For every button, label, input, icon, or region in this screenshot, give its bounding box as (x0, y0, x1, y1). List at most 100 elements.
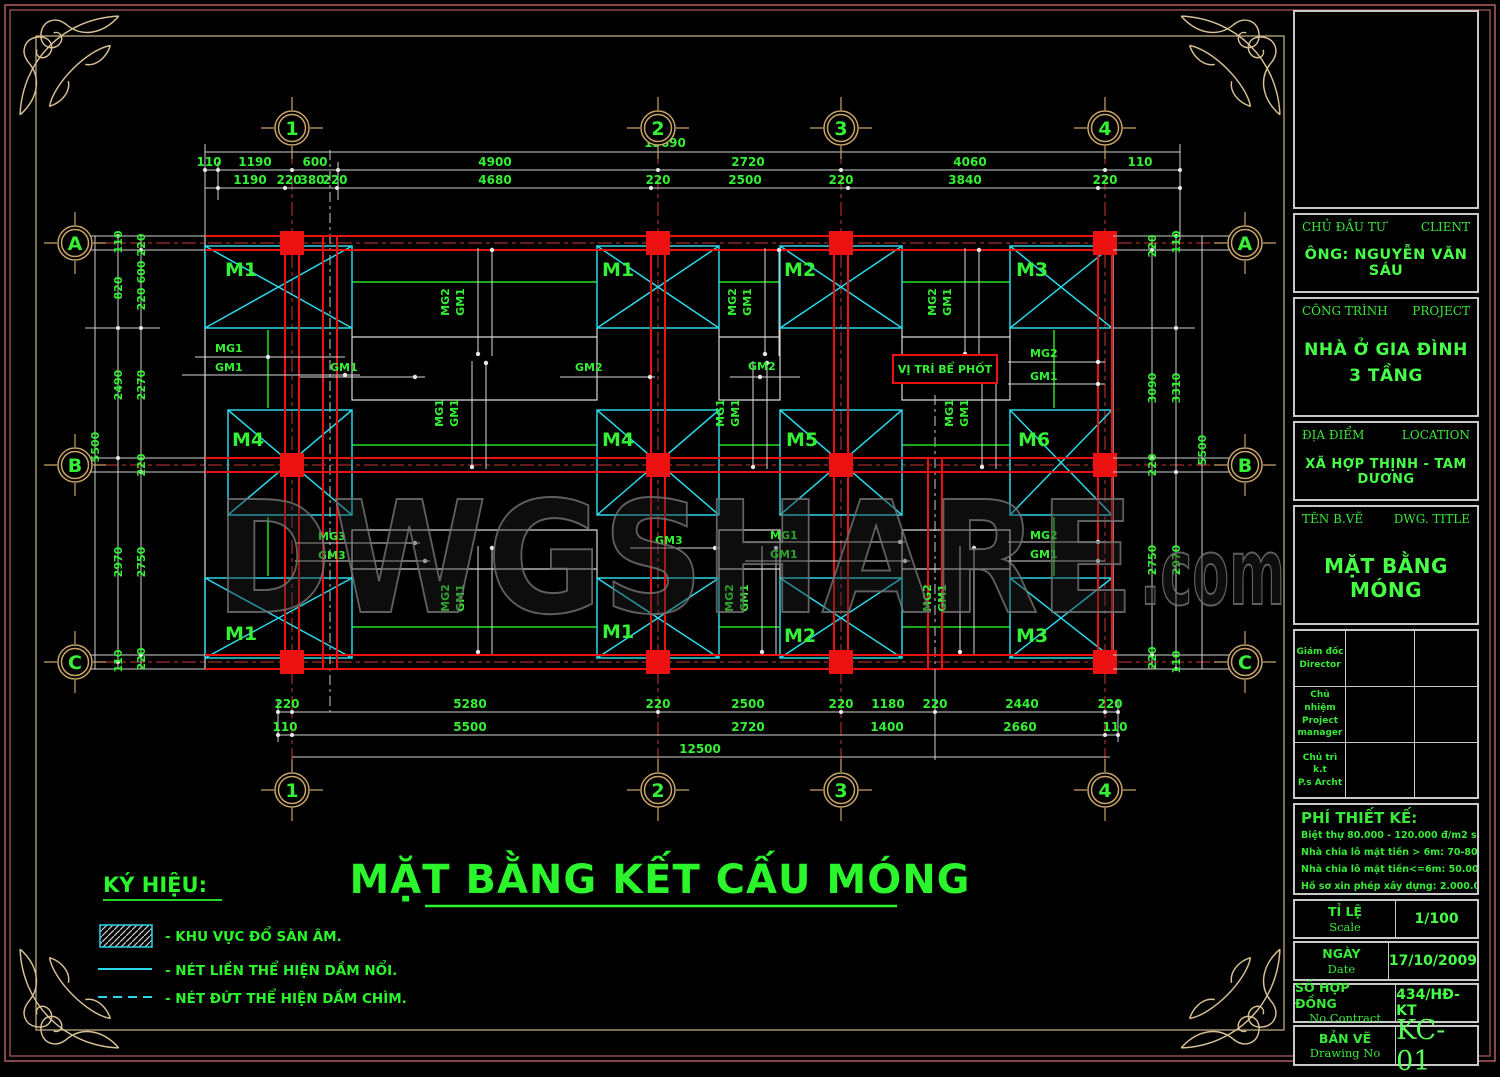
ornament-top-left-icon (19, 15, 120, 116)
dim-label: 2500 (728, 173, 761, 187)
scale-value: 1/100 (1414, 911, 1459, 927)
dim-label: 4900 (478, 155, 511, 169)
contract-label-en: No Contract (1309, 1011, 1381, 1026)
grid-bubble-label: B (68, 455, 82, 477)
main-title: MẶT BẰNG KẾT CẤU MÓNG (349, 849, 970, 903)
project-value-line1: NHÀ Ở GIA ĐÌNH (1304, 340, 1468, 360)
dim-label: 2270 (135, 369, 148, 400)
beam-tag: MG2 (439, 584, 452, 612)
beam-tag: GM1 (738, 584, 751, 612)
dim-label: 110 (112, 649, 125, 672)
grid-bubble-label: 3 (834, 780, 847, 802)
signature-row: Chủ trì k.t P.s Archt (1295, 743, 1477, 798)
septic-annotation: VỊ TRÍ BỂ PHỐT (892, 354, 998, 384)
dim-label: 1190 (233, 173, 266, 187)
dim-label: 220 (1146, 234, 1159, 257)
legend-item-label: - KHU VỰC ĐỔ SÀN ÂM. (165, 925, 342, 945)
footing-label: M5 (786, 429, 818, 451)
contract-label: SỐ HỢP ĐỒNG (1295, 980, 1350, 1011)
beam-tag: GM1 (448, 399, 461, 427)
ornament-top-right-icon (1180, 15, 1281, 116)
titleblock-date-row: NGÀY Date 17/10/2009 (1293, 941, 1479, 981)
sign-role-en: Project manager (1297, 715, 1343, 739)
beam-tag: MG1 (215, 342, 243, 355)
beam-tag: MG2 (1030, 347, 1058, 360)
dim-label: 110 (1102, 720, 1127, 734)
grid-bubble-label: A (68, 233, 83, 255)
dim-label: 1400 (870, 720, 903, 734)
dim-label: 110 (1170, 230, 1183, 253)
date-value: 17/10/2009 (1388, 953, 1477, 969)
dim-label: 220 (828, 173, 853, 187)
footing-label: M2 (784, 625, 816, 647)
titleblock-empty-box (1293, 10, 1479, 209)
beam-tag: MG2 (921, 584, 934, 612)
beam-tag-leaders (182, 247, 1105, 655)
grid-bubble-label: 4 (1098, 118, 1111, 140)
project-label-en: PROJECT (1412, 304, 1470, 318)
fee-line: Biệt thự 80.000 - 120.000 đ/m2 sàn. (1301, 830, 1479, 841)
dim-label: 220 (135, 647, 148, 670)
watermark-main: DWGSHARE (215, 468, 1135, 649)
legend-hatch-swatch-icon (99, 924, 153, 948)
title-block: CHỦ ĐẦU TƯ CLIENT ÔNG: NGUYỄN VĂN SÁU CÔ… (1290, 8, 1482, 1077)
grid-bubble-label: C (68, 652, 82, 674)
grid-bubble-label: B (1238, 455, 1252, 477)
dim-label: 110 (1170, 650, 1183, 673)
dim-label: 5500 (453, 720, 486, 734)
contract-value: 434/HĐ-KT (1396, 987, 1460, 1019)
dim-label: 600 (135, 260, 148, 283)
grid-bubble-label: 3 (834, 118, 847, 140)
dim-label: 2500 (731, 697, 764, 711)
dim-label: 110 (196, 155, 221, 169)
legend-item-label: - NÉT LIỀN THỂ HIỆN DẦM NỔI. (165, 959, 397, 979)
beam-tag: MG1 (770, 529, 798, 542)
footing-label: M3 (1016, 625, 1048, 647)
fee-line: Nhà chia lô mặt tiền<=6m: 50.000-60.000 … (1301, 864, 1479, 876)
titleblock-client-box: CHỦ ĐẦU TƯ CLIENT ÔNG: NGUYỄN VĂN SÁU (1293, 213, 1479, 293)
titleblock-location-box: ĐỊA ĐIỂM LOCATION XÃ HỢP THỊNH - TAM DƯƠ… (1293, 421, 1479, 501)
beam-tag: GM1 (454, 288, 467, 316)
beam-tag: GM1 (729, 399, 742, 427)
project-label: CÔNG TRÌNH (1302, 304, 1388, 318)
watermark: DWGSHARE .com (214, 467, 1286, 650)
dim-label: 2750 (135, 546, 148, 577)
beam-tag: MG2 (439, 288, 452, 316)
dim-right-total: 5500 (1196, 434, 1209, 465)
dim-label: 2720 (731, 720, 764, 734)
legend-item-label: - NÉT ĐỨT THỂ HIỆN DẦM CHÌM. (165, 987, 407, 1007)
beam-tag: MG1 (943, 399, 956, 427)
beam-tag: GM2 (748, 360, 776, 373)
beam-tag: GM3 (318, 549, 346, 562)
beam-tag: MG2 (726, 288, 739, 316)
legend-heading: KÝ HIỆU: (103, 871, 207, 897)
beam-tag: GM1 (741, 288, 754, 316)
beam-tag: MG2 (723, 584, 736, 612)
scale-label: TỈ LỆ (1328, 904, 1363, 919)
grid-bubble-label: 4 (1098, 780, 1111, 802)
dim-label: 2970 (1170, 544, 1183, 575)
fee-heading: PHÍ THIẾT KẾ: (1301, 809, 1418, 827)
dim-label: 2490 (112, 369, 125, 400)
dimension-lines (85, 144, 1235, 760)
beam-tag: GM1 (330, 361, 358, 374)
beam-tag: MG1 (714, 399, 727, 427)
grid-bubble-label: 2 (651, 118, 664, 140)
beam-tag: GM1 (770, 548, 798, 561)
dwg-title-label-en: DWG. TITLE (1393, 512, 1470, 526)
titleblock-dwgtitle-box: TÊN B.VẼ DWG. TITLE MẶT BẰNG MÓNG (1293, 505, 1479, 625)
footing-label: M4 (602, 429, 634, 451)
septic-label: VỊ TRÍ BỂ PHỐT (898, 361, 993, 376)
sign-role-vn: Chủ trì k.t (1302, 752, 1338, 776)
dim-label: 4680 (478, 173, 511, 187)
grid-bubble-label: 2 (651, 780, 664, 802)
dim-label: 380 (299, 173, 324, 187)
dim-label: 220 (1146, 646, 1159, 669)
beam-tag: MG1 (433, 399, 446, 427)
dwg-title-value: MẶT BẰNG MÓNG (1324, 554, 1448, 602)
project-value-line2: 3 TẦNG (1349, 366, 1423, 386)
footing-label: M1 (225, 259, 257, 281)
ornament-bottom-left-icon (19, 948, 120, 1049)
grid-bubble-label: 1 (285, 780, 298, 802)
